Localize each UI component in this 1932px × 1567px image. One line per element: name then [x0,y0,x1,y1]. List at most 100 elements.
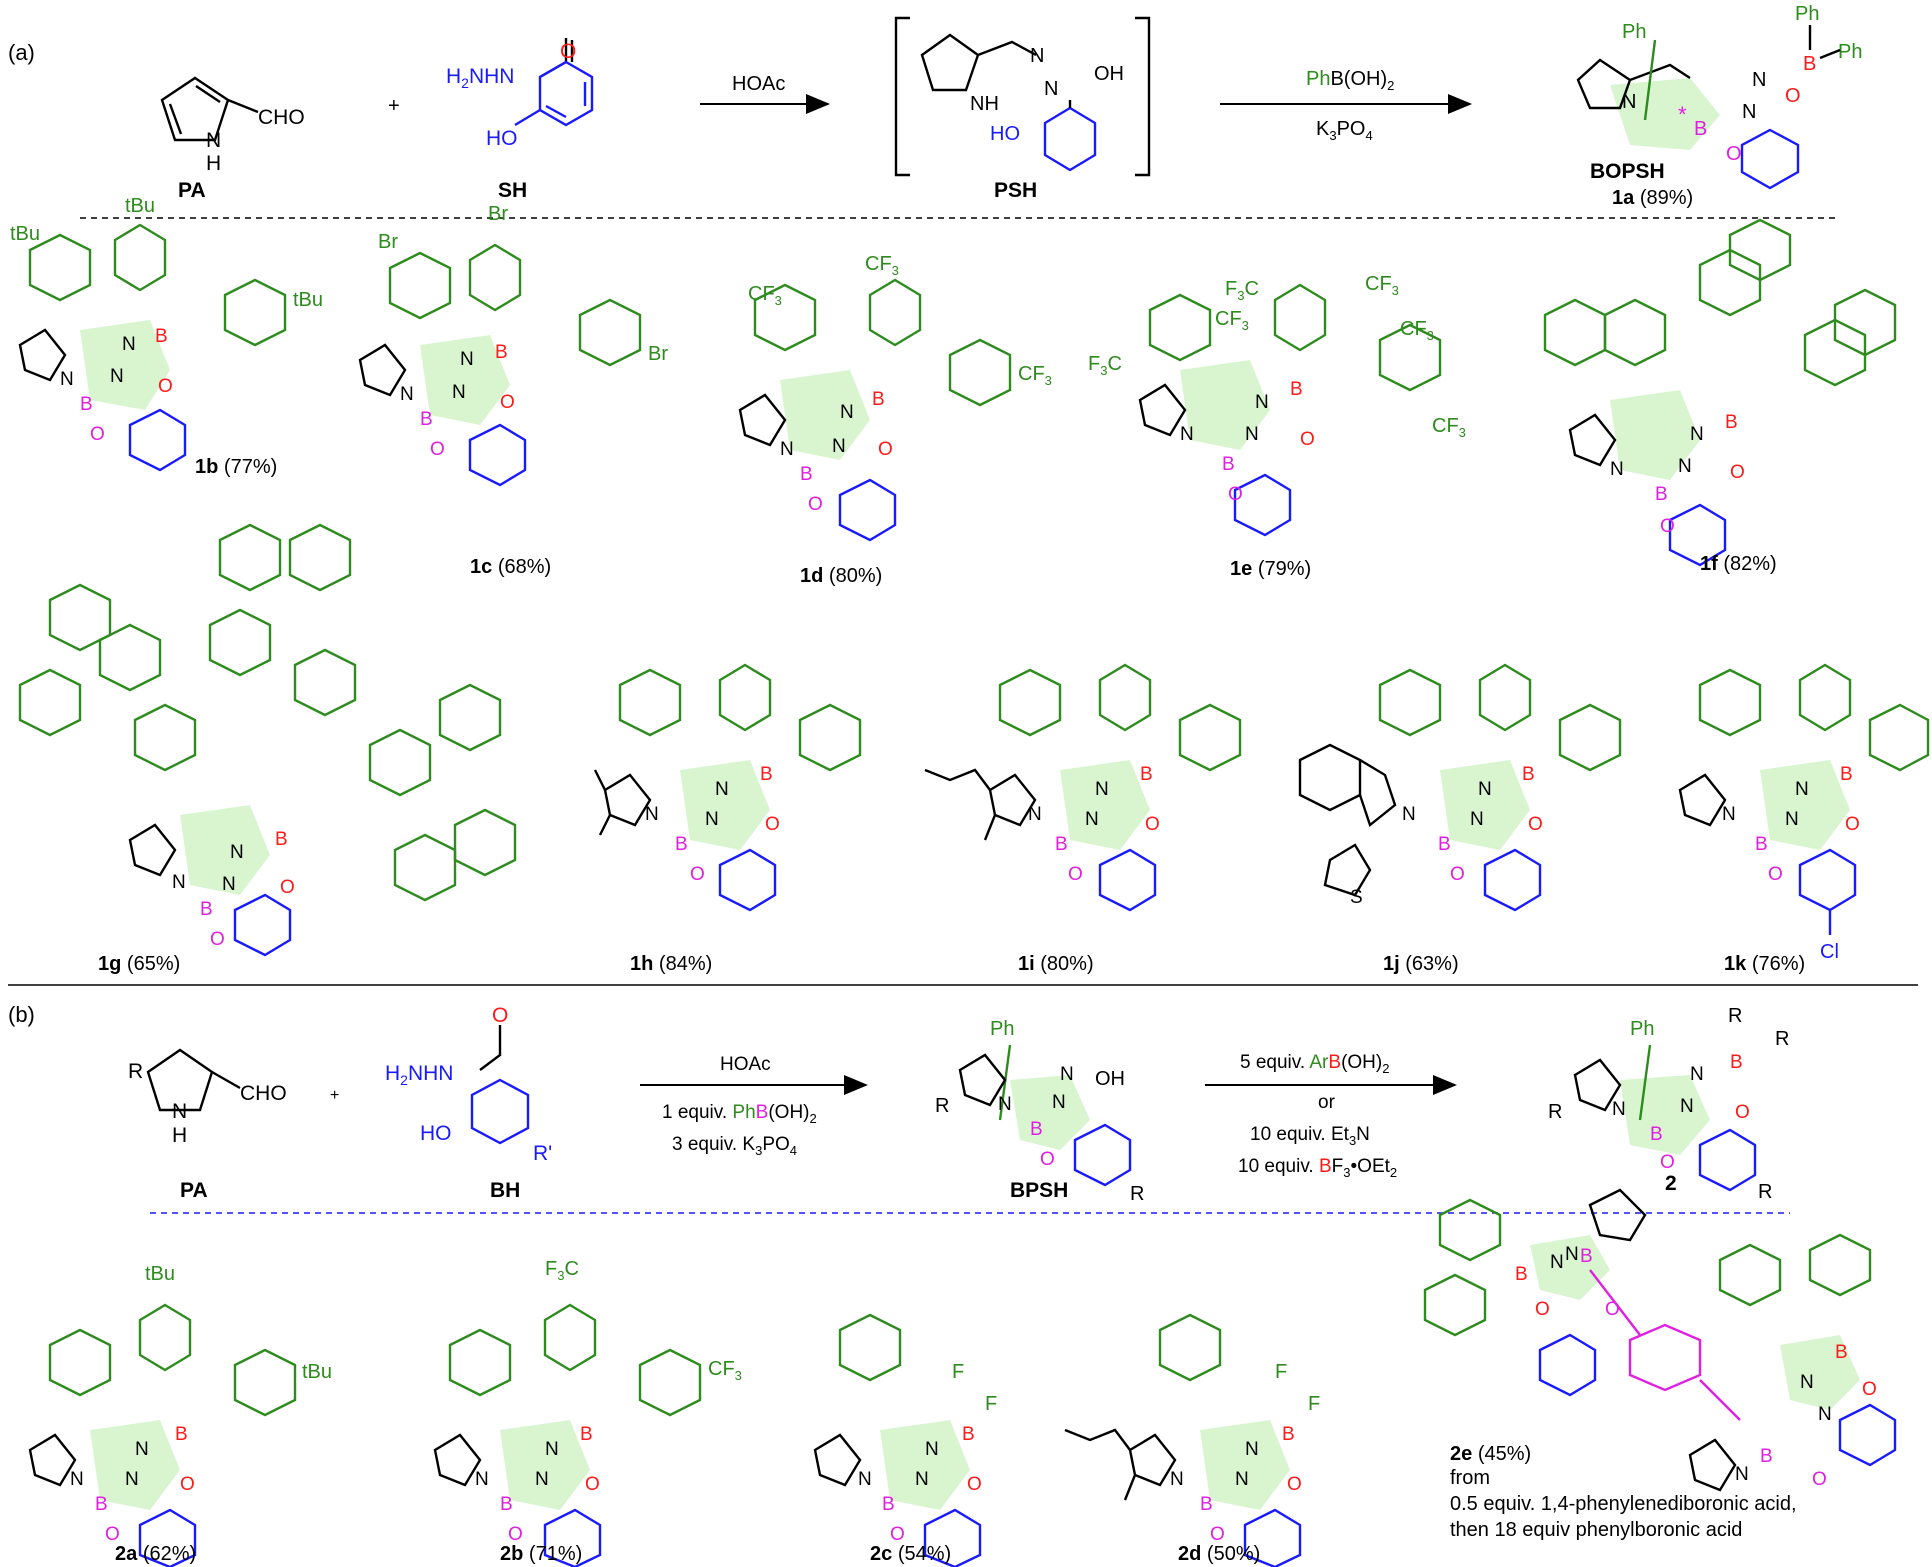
product-1i: N N N B O B O [924,663,1242,912]
arrow-a1-reagent: HOAc [732,73,785,95]
1k-label: 1k (76%) [1724,953,1805,975]
arrow-b1-l3: 3 equiv. K3PO4 [672,1134,797,1158]
svg-text:O: O [878,439,893,460]
pa-b-r: R [128,1060,143,1083]
svg-text:O: O [1450,864,1465,885]
svg-text:N: N [1610,459,1624,480]
svg-text:B: B [420,409,433,430]
1b-tbu2: tBu [125,195,155,217]
svg-text:CF3: CF3 [1365,273,1399,298]
svg-text:B: B [1694,118,1707,140]
svg-text:N: N [1785,809,1799,830]
1i-label: 1i (80%) [1018,953,1094,975]
1c-br1: Br [378,231,398,253]
psh-n1: N [1030,45,1044,67]
product-1g: N N N B O B O [18,523,517,957]
svg-text:N: N [1565,1244,1579,1265]
svg-text:O: O [1605,1299,1620,1320]
1d-cf3-2: CF3 [865,253,899,278]
svg-text:CF3: CF3 [1432,415,1466,440]
svg-text:B: B [495,342,508,363]
bpsh-label: BPSH [1010,1179,1068,1202]
1j-s: S [1350,887,1363,908]
pa-cho: CHO [258,106,305,129]
svg-text:O: O [1535,1299,1550,1320]
2e-note1: from [1450,1467,1490,1489]
2e-label: 2e (45%) [1450,1443,1531,1465]
svg-text:O: O [1528,814,1543,835]
svg-text:N: N [1722,804,1736,825]
svg-text:B: B [1803,53,1816,75]
product-1h: N N N B O B O [593,663,862,912]
svg-text:B: B [500,1494,513,1515]
svg-text:H2NHN: H2NHN [385,1062,453,1088]
2-label: 2 [1665,1172,1677,1195]
1c-br2: Br [488,203,508,225]
svg-text:B: B [1055,834,1068,855]
svg-text:O: O [1228,484,1243,505]
svg-text:CF3: CF3 [708,1358,742,1383]
svg-text:O: O [280,877,295,898]
bpsh-structure: Ph R N N N OH B O R [935,1018,1144,1205]
2d-label: 2d (50%) [1178,1543,1260,1565]
svg-text:N: N [1060,1064,1074,1085]
2e-note3: then 18 equiv phenylboronic acid [1450,1519,1742,1541]
svg-text:N: N [1795,779,1809,800]
bpsh-r1: R [935,1095,949,1117]
1h-label: 1h (84%) [630,953,712,975]
svg-text:O: O [90,424,105,445]
pa-h: H [206,152,221,175]
svg-text:B: B [175,1424,188,1445]
pa-n: N [206,129,221,152]
svg-text:B: B [882,1494,895,1515]
svg-text:N: N [172,872,186,893]
svg-text:O: O [1145,814,1160,835]
1c-label: 1c (68%) [470,556,551,578]
svg-text:F: F [1275,1361,1287,1383]
svg-text:O: O [1730,462,1745,483]
sh-ho: HO [486,127,518,150]
svg-text:CF3: CF3 [1215,308,1249,333]
svg-text:B: B [1650,1124,1663,1145]
1b-tbu1: tBu [10,223,40,245]
product-1k: Cl N N N B O B O [1678,663,1930,963]
svg-text:B: B [1840,764,1853,785]
svg-text:N: N [172,1100,187,1123]
svg-text:N: N [840,402,854,423]
svg-text:N: N [832,436,846,457]
svg-text:O: O [508,1524,523,1545]
svg-text:N: N [475,1469,489,1490]
1a-label: 1a (89%) [1612,187,1693,209]
svg-text:tBu: tBu [302,1361,332,1383]
svg-text:N: N [1470,809,1484,830]
svg-text:N: N [1028,804,1042,825]
svg-text:N: N [1550,1252,1564,1273]
plus-b: + [330,1087,339,1104]
bpsh-oh: OH [1095,1068,1125,1090]
pa-label: PA [178,179,206,202]
svg-text:B: B [675,834,688,855]
1a-name: BOPSH [1590,160,1665,183]
svg-text:N: N [1612,1099,1626,1120]
svg-text:F: F [1308,1393,1320,1415]
svg-text:B: B [800,464,813,485]
svg-text:O: O [1040,1149,1055,1170]
svg-text:N: N [1255,392,1269,413]
1b-tbu3: tBu [293,289,323,311]
1e-label: 1e (79%) [1230,558,1311,580]
bpsh-ph: Ph [990,1018,1014,1040]
svg-text:N: N [1800,1372,1814,1393]
svg-text:O: O [765,814,780,835]
svg-text:O: O [1660,516,1675,537]
sh-label: SH [498,179,527,202]
1j-label: 1j (63%) [1383,953,1459,975]
svg-text:O: O [1660,1152,1675,1173]
svg-text:O: O [1862,1379,1877,1400]
svg-text:B: B [1200,1494,1213,1515]
arrow-b2-l3: 10 equiv. Et3N [1250,1124,1370,1148]
2e-note2: 0.5 equiv. 1,4-phenylenediboronic acid, [1450,1493,1797,1515]
product-1b: tBu tBu tBu N N N B O B O [10,195,323,472]
sh-o: O [560,40,576,63]
svg-text:O: O [1300,429,1315,450]
svg-text:N: N [122,334,136,355]
